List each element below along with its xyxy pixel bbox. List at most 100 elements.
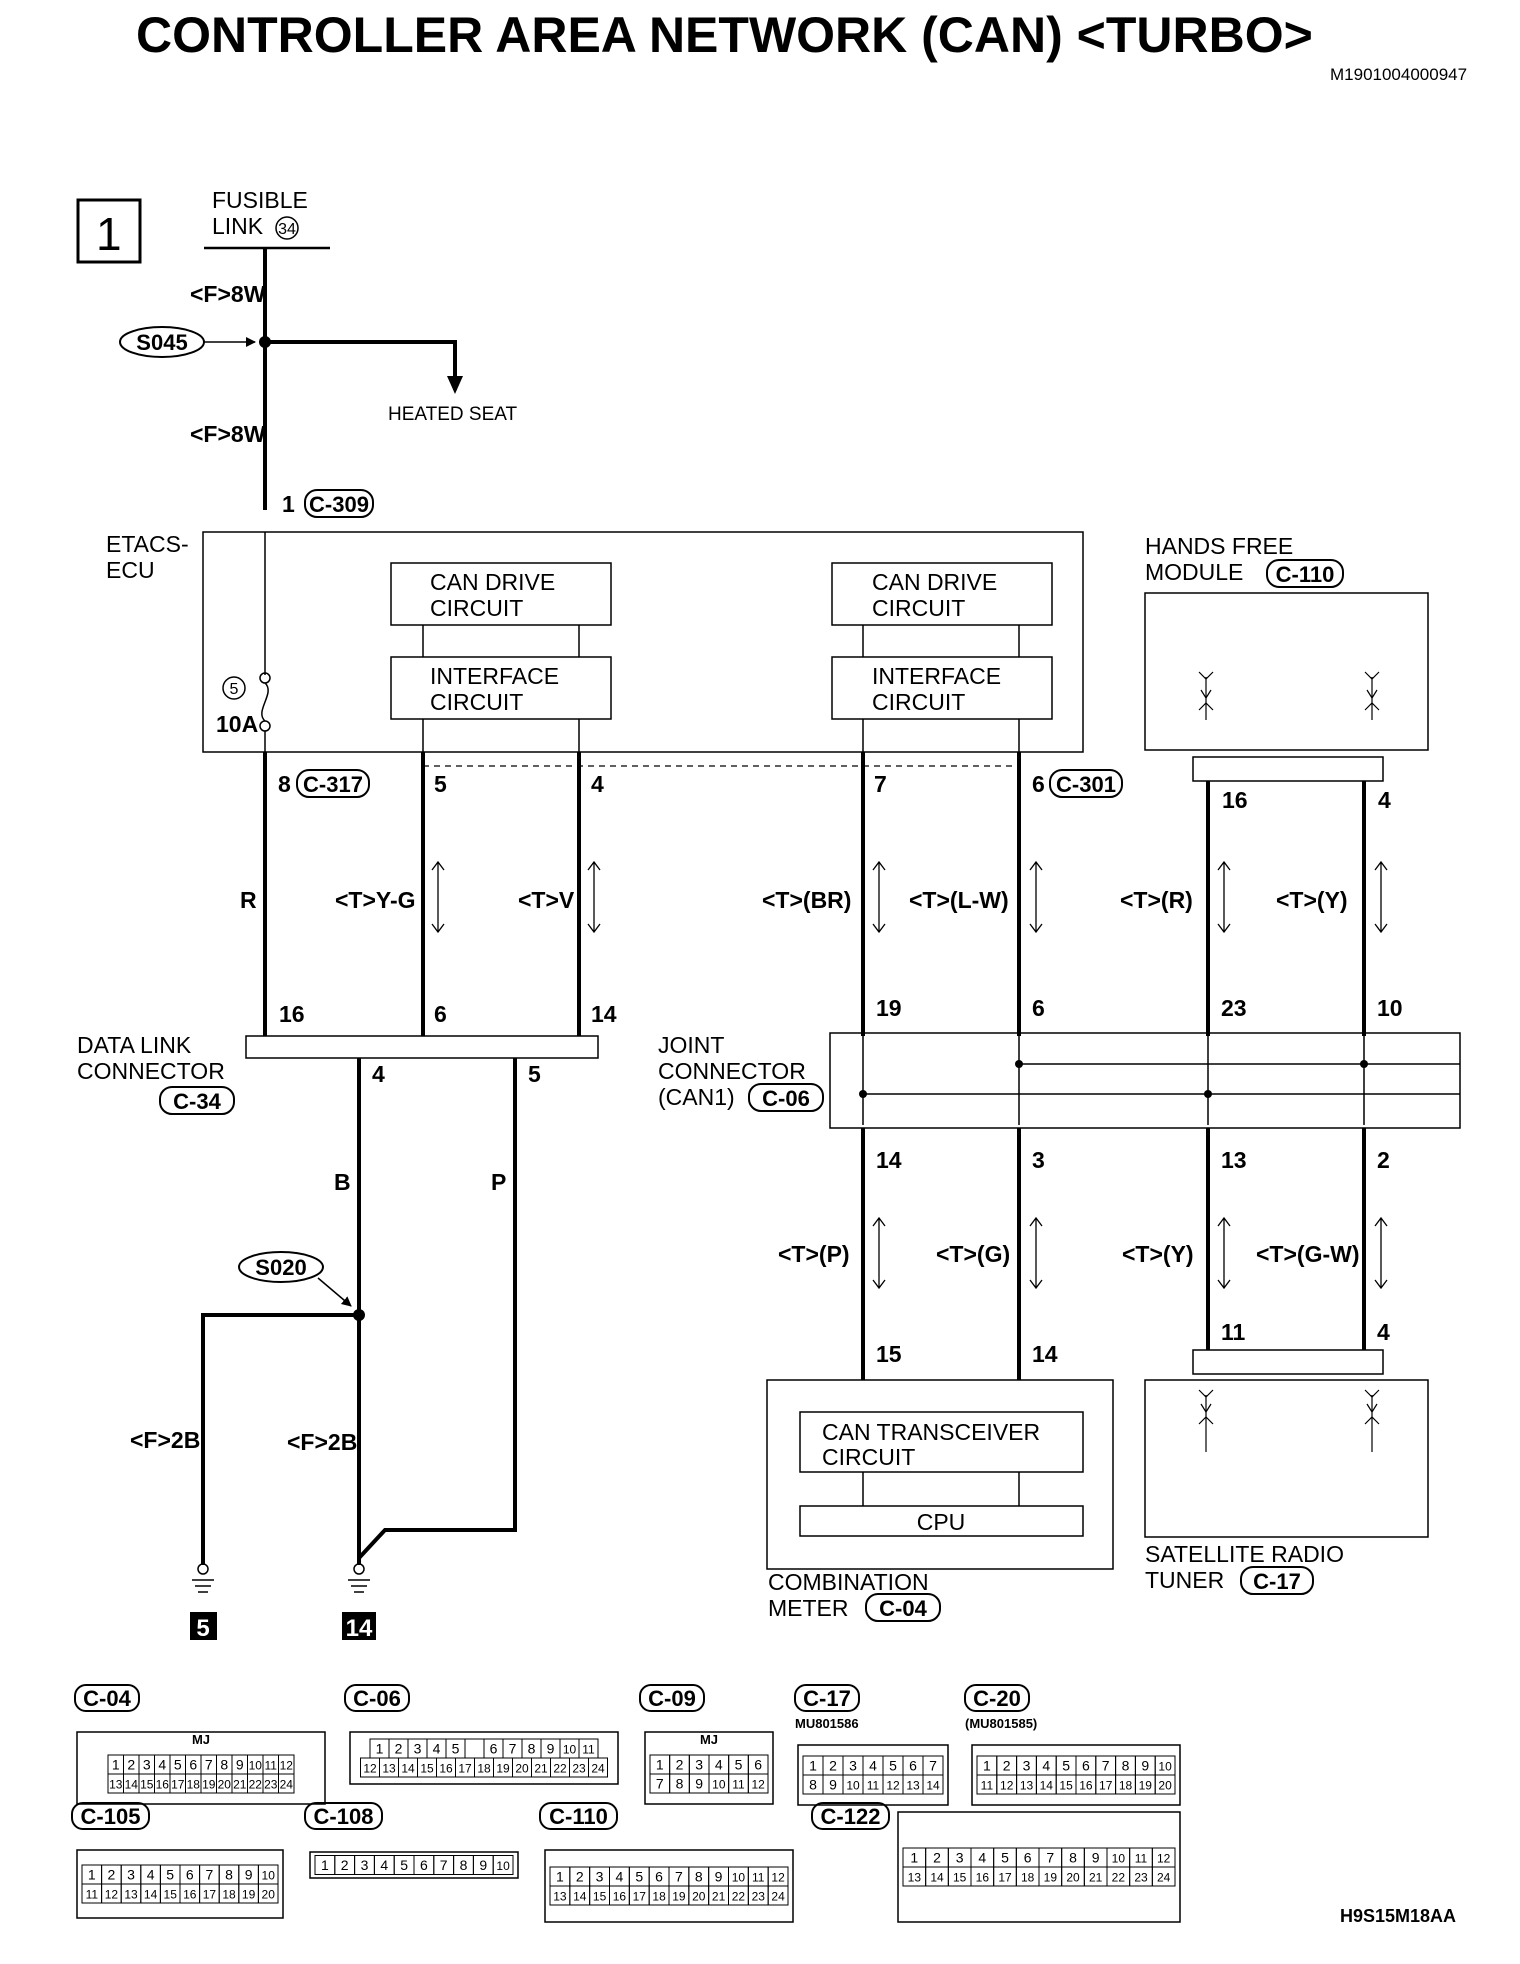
legend-pin-c04: 1 bbox=[112, 1757, 120, 1773]
legend-pin-c105: 9 bbox=[245, 1867, 253, 1883]
transceiver-label-2: CIRCUIT bbox=[822, 1444, 915, 1470]
pin-1: 1 bbox=[282, 491, 295, 517]
pin-j-10: 10 bbox=[1377, 995, 1403, 1021]
legend-pin-c105: 2 bbox=[108, 1867, 116, 1883]
legend-pin-c17: 13 bbox=[906, 1779, 920, 1793]
legend-pin-c06: 15 bbox=[420, 1762, 434, 1776]
fuse-number-circle bbox=[222, 676, 246, 700]
legend-pin-c17: 12 bbox=[886, 1779, 900, 1793]
legend-pin-c06: 10 bbox=[563, 1743, 577, 1757]
legend-pin-c06: 12 bbox=[363, 1762, 377, 1776]
splice-label-s020: S020 bbox=[255, 1255, 306, 1280]
legend-pin-c105: 7 bbox=[206, 1867, 214, 1883]
legend-pin-c122: 15 bbox=[953, 1871, 967, 1885]
fuse-rating: 10A bbox=[216, 711, 258, 737]
legend-pin-c06: 16 bbox=[439, 1762, 453, 1776]
legend-pin-c110: 16 bbox=[613, 1890, 627, 1904]
junction-dot bbox=[1204, 1090, 1212, 1098]
legend-pin-c20: 10 bbox=[1158, 1760, 1172, 1774]
legend-pin-c105: 16 bbox=[183, 1888, 197, 1902]
legend-pin-c110: 6 bbox=[655, 1869, 663, 1885]
legend-body-c20 bbox=[971, 1744, 1181, 1806]
can-drive-circuit-left bbox=[390, 562, 612, 626]
legend-pin-c20: 3 bbox=[1023, 1758, 1031, 1774]
signal-arrow bbox=[1029, 1216, 1043, 1290]
legend-pin-c110: 14 bbox=[573, 1890, 587, 1904]
data-link-label-2: CONNECTOR bbox=[77, 1058, 225, 1084]
legend-pin-c122: 21 bbox=[1089, 1871, 1103, 1885]
junction-dot bbox=[859, 1090, 867, 1098]
legend-pin-c122: 23 bbox=[1134, 1871, 1148, 1885]
conn-label-c06: C-06 bbox=[762, 1086, 810, 1111]
legend-pin-c04: 19 bbox=[202, 1778, 216, 1792]
wire-label-p-ground: P bbox=[491, 1169, 506, 1195]
legend-pin-c122: 2 bbox=[933, 1850, 941, 1866]
heated-seat-label: HEATED SEAT bbox=[388, 404, 518, 425]
legend-pin-c105: 20 bbox=[262, 1888, 276, 1902]
legend-pin-c04: 20 bbox=[218, 1778, 232, 1792]
wire-label-f2b-a: <F>2B bbox=[130, 1427, 200, 1453]
legend-pin-c09: 10 bbox=[712, 1778, 726, 1792]
legend-pin-c110: 9 bbox=[715, 1869, 723, 1885]
legend-pin-c108: 6 bbox=[420, 1857, 428, 1873]
legend-pin-c20: 12 bbox=[1000, 1779, 1014, 1793]
legend-pin-c122: 17 bbox=[998, 1871, 1012, 1885]
legend-pin-c122: 9 bbox=[1092, 1850, 1100, 1866]
legend-pin-c09: 11 bbox=[732, 1778, 745, 1792]
page-number-box bbox=[76, 198, 142, 264]
legend-pin-c17: 8 bbox=[809, 1777, 817, 1793]
can-drive-left-label-1: CAN DRIVE bbox=[430, 569, 555, 595]
legend-pin-c04: 4 bbox=[158, 1757, 166, 1773]
legend-pin-c105: 18 bbox=[222, 1888, 236, 1902]
legend-pin-c105: 11 bbox=[86, 1888, 99, 1902]
legend-pin-c06: 19 bbox=[496, 1762, 510, 1776]
legend-badge-c04 bbox=[74, 1684, 140, 1712]
legend-pin-c09: 12 bbox=[751, 1778, 765, 1792]
legend-pin-c110: 3 bbox=[596, 1869, 604, 1885]
legend-pin-c04: 13 bbox=[109, 1778, 123, 1792]
legend-cell-c06 bbox=[588, 1757, 608, 1778]
fusible-link-label-1: FUSIBLE bbox=[212, 187, 308, 213]
legend-pin-c122: 16 bbox=[976, 1871, 990, 1885]
legend-pin-c04: 21 bbox=[233, 1778, 247, 1792]
pin-j-19: 19 bbox=[876, 995, 902, 1021]
legend-pin-c20: 18 bbox=[1119, 1779, 1133, 1793]
conn-label-c17: C-17 bbox=[1253, 1569, 1301, 1594]
hands-free-label-1: HANDS FREE bbox=[1145, 533, 1293, 559]
interface-circuit-left bbox=[390, 656, 612, 720]
legend-pin-c17: 5 bbox=[889, 1758, 897, 1774]
satellite-tuner-box bbox=[1144, 1379, 1429, 1538]
legend-pin-c122: 11 bbox=[1135, 1852, 1148, 1866]
pin-j-23: 23 bbox=[1221, 995, 1247, 1021]
wire-label-lw: <T>(L-W) bbox=[909, 887, 1009, 913]
legend-pin-c06: 11 bbox=[582, 1743, 595, 1757]
joint-connector-box bbox=[829, 1032, 1461, 1129]
legend-badge-c108 bbox=[304, 1802, 383, 1830]
wire-ground-5 bbox=[201, 1313, 359, 1565]
legend-pin-c20: 16 bbox=[1079, 1779, 1093, 1793]
fuse-terminal-bottom bbox=[259, 720, 271, 732]
legend-cell-c122 bbox=[1151, 1866, 1176, 1887]
fusible-link-label-2: LINK bbox=[212, 213, 264, 239]
conn-badge-c301 bbox=[1049, 769, 1123, 798]
legend-label-c06: C-06 bbox=[353, 1686, 401, 1711]
signal-arrow bbox=[1029, 860, 1043, 934]
legend-pin-c09: 2 bbox=[676, 1757, 684, 1773]
can-drive-circuit-right bbox=[831, 562, 1053, 626]
legend-pin-c06: 21 bbox=[534, 1762, 548, 1776]
fuse-number: 5 bbox=[230, 681, 239, 698]
pin-j-3: 3 bbox=[1032, 1147, 1045, 1173]
legend-pin-c06: 20 bbox=[515, 1762, 529, 1776]
legend-pin-c110: 22 bbox=[732, 1890, 746, 1904]
legend-pin-c110: 23 bbox=[752, 1890, 766, 1904]
legend-pin-c04: 18 bbox=[187, 1778, 201, 1792]
legend-pin-c108: 4 bbox=[380, 1857, 388, 1873]
legend-pin-c06: 5 bbox=[452, 1741, 460, 1757]
legend-pin-c105: 10 bbox=[262, 1869, 276, 1883]
legend-pin-c110: 18 bbox=[652, 1890, 666, 1904]
ground-badge-5 bbox=[190, 1612, 217, 1640]
legend-pin-c105: 17 bbox=[203, 1888, 217, 1902]
legend-pin-c06: 6 bbox=[490, 1741, 498, 1757]
joint-label-2: CONNECTOR bbox=[658, 1058, 806, 1084]
legend-pin-c108: 1 bbox=[321, 1857, 329, 1873]
